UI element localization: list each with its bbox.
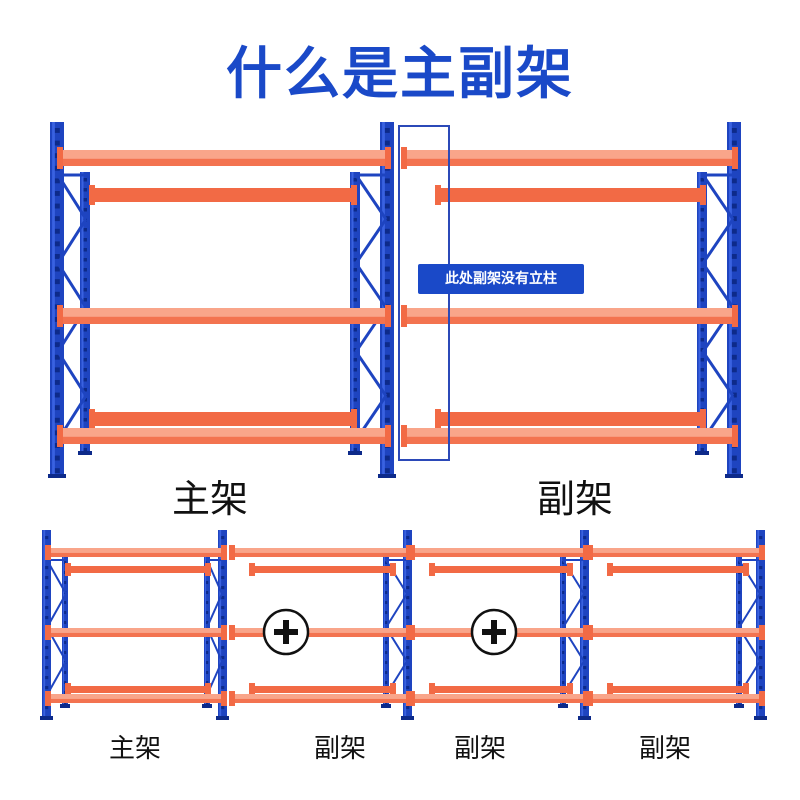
- main-frame-front-beam: [57, 147, 391, 169]
- sub-frame-front-beam: [401, 305, 738, 327]
- main-frame-right-front-upright: [378, 122, 396, 478]
- sub-frame-back-beam: [435, 409, 706, 429]
- bottom-sub-2-back-beam: [429, 683, 573, 696]
- bottom-sub-frame-label-1: 副架: [313, 734, 366, 764]
- bottom-main-frame-label: 主架: [108, 734, 161, 764]
- bottom-main-back-beam: [65, 683, 211, 696]
- bottom-sub-1-back-beam: [249, 563, 396, 576]
- bottom-sub-2-front-beam: [409, 545, 589, 560]
- bottom-sub-3-front-beam: [587, 691, 765, 706]
- bottom-sub-3-front-beam: [587, 545, 765, 560]
- bottom-sub-2-front-beam: [409, 691, 589, 706]
- bottom-sub-2-back-beam: [429, 563, 573, 576]
- bottom-sub-3-back-beam: [607, 683, 749, 696]
- bottom-main-front-beam: [45, 625, 227, 640]
- bottom-main-back-beam: [65, 563, 211, 576]
- bottom-sub-1-back-beam: [249, 683, 396, 696]
- bottom-sub-frame-label-3: 副架: [638, 734, 691, 764]
- sub-frame-front-beam: [401, 147, 738, 169]
- main-frame-label: 主架: [171, 477, 248, 521]
- sub-frame-back-beam: [435, 185, 706, 205]
- bottom-main-front-beam: [45, 691, 227, 706]
- plus-circle-icon: [262, 608, 310, 656]
- bottom-sub-3-back-beam: [607, 563, 749, 576]
- main-frame-back-beam: [89, 185, 357, 205]
- sub-frame-front-beam: [401, 425, 738, 447]
- bottom-sub-3-front-beam: [587, 625, 765, 640]
- bottom-main-front-beam: [45, 545, 227, 560]
- plus-circle-icon: [470, 608, 518, 656]
- main-frame-back-beam: [89, 409, 357, 429]
- page-title: 什么是主副架: [226, 42, 574, 107]
- sub-frame-label: 副架: [536, 477, 613, 521]
- no-upright-callout: 此处副架没有立柱: [418, 264, 584, 294]
- main-frame-left-front-upright: [48, 122, 66, 478]
- main-frame-left-bracing: [56, 173, 88, 442]
- main-frame-front-beam: [57, 425, 391, 447]
- bottom-sub-frame-label-2: 副架: [453, 734, 506, 764]
- main-frame-front-beam: [57, 305, 391, 327]
